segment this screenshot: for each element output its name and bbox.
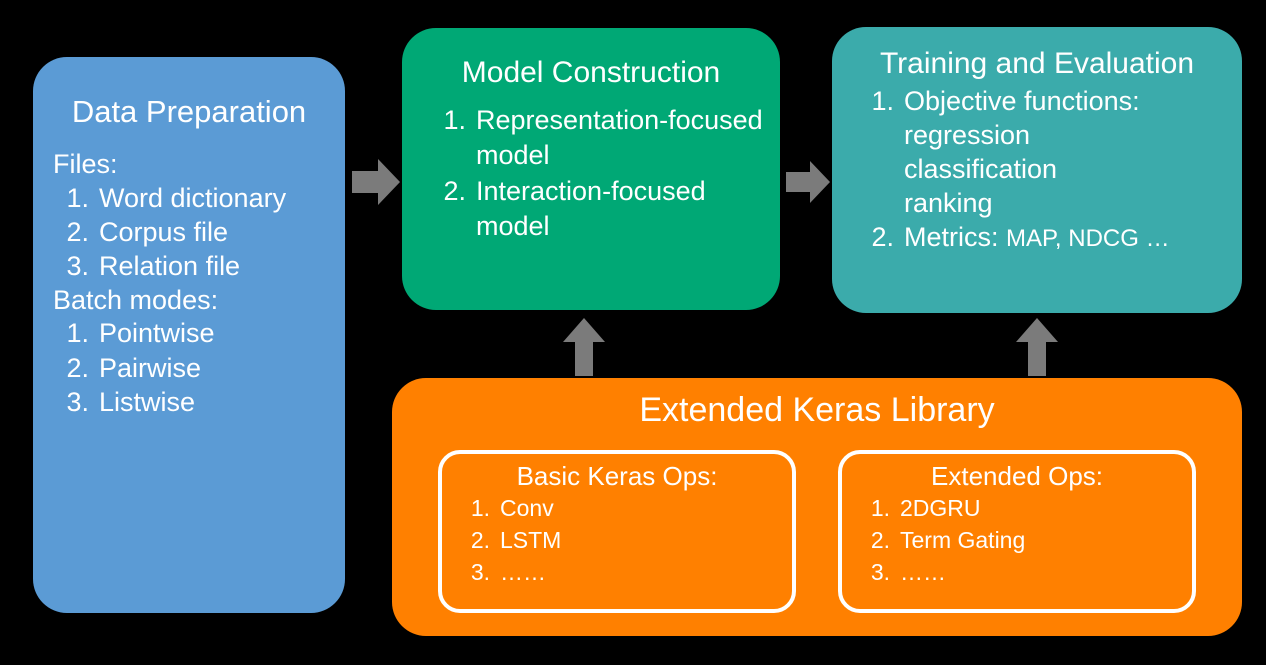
- extended-keras-library-title: Extended Keras Library: [639, 391, 995, 429]
- list-text: Word dictionary: [99, 182, 287, 213]
- list-item: 2. Pairwise: [47, 351, 331, 385]
- list-text: 2DGRU: [900, 495, 981, 522]
- objective-subline: ranking: [904, 188, 993, 219]
- list-number: 2.: [870, 526, 890, 553]
- list-item: 1. Conv: [452, 493, 782, 525]
- list-text: Metrics: MAP, NDCG …: [904, 220, 1232, 254]
- list-item: 2. Term Gating: [852, 525, 1182, 557]
- list-item: 1. Objective functions:: [842, 84, 1232, 118]
- list-item: 2. Interaction-focused model: [418, 174, 764, 243]
- basic-keras-ops-list: 1. Conv 2. LSTM 3. ……: [452, 493, 782, 588]
- list-item: 2. Corpus file: [47, 215, 331, 249]
- list-number: 1.: [470, 495, 490, 522]
- list-number: 1.: [443, 105, 466, 135]
- list-text: Relation file: [99, 251, 241, 282]
- list-number: 1.: [66, 182, 89, 213]
- list-item: 1. Word dictionary: [47, 181, 331, 215]
- list-number: 3.: [870, 558, 890, 585]
- extended-keras-library-card: Extended Keras Library Basic Keras Ops: …: [392, 378, 1242, 636]
- list-text: ……: [500, 558, 546, 585]
- list-item: 1. Pointwise: [47, 316, 331, 350]
- training-evaluation-title: Training and Evaluation: [879, 47, 1195, 80]
- training-evaluation-metrics: 2. Metrics: MAP, NDCG …: [842, 220, 1232, 254]
- arrow-up-icon: [1016, 318, 1058, 376]
- basic-keras-ops-title: Basic Keras Ops:: [516, 461, 718, 491]
- data-preparation-title: Data Preparation: [71, 94, 307, 129]
- list-number: 2.: [66, 352, 89, 383]
- training-evaluation-list: 1. Objective functions:: [842, 84, 1232, 118]
- list-item: 1. Representation-focused model: [418, 103, 764, 172]
- list-text: Term Gating: [900, 526, 1026, 553]
- model-construction-list: 1. Representation-focused model 2. Inter…: [418, 103, 764, 243]
- arrow-right-icon: [786, 161, 830, 203]
- list-item: 3. Relation file: [47, 249, 331, 283]
- data-preparation-card: Data Preparation Files: 1. Word dictiona…: [33, 57, 345, 613]
- list-text: Pointwise: [99, 318, 215, 349]
- list-item: 3. Listwise: [47, 385, 331, 419]
- list-text: Corpus file: [99, 216, 229, 247]
- list-number: 2.: [443, 176, 466, 207]
- list-item: 3. ……: [452, 557, 782, 589]
- list-number: 2.: [470, 526, 490, 553]
- list-text: Objective functions:: [904, 86, 1140, 116]
- batch-modes-list: 1. Pointwise 2. Pairwise 3. Listwise: [47, 316, 331, 419]
- list-item: 2. LSTM: [452, 525, 782, 557]
- list-number: 3.: [66, 387, 89, 417]
- list-number: 3.: [470, 558, 490, 585]
- ops-row: Basic Keras Ops: 1. Conv 2. LSTM 3. ……: [392, 450, 1242, 613]
- objective-subline: regression: [904, 120, 1031, 151]
- files-label: Files:: [53, 148, 118, 179]
- extended-ops-box: Extended Ops: 1. 2DGRU 2. Term Gating 3.…: [838, 450, 1196, 613]
- metrics-values: MAP, NDCG …: [1006, 225, 1170, 253]
- list-text: Listwise: [99, 387, 196, 417]
- list-number: 2.: [871, 222, 894, 253]
- extended-ops-list: 1. 2DGRU 2. Term Gating 3. ……: [852, 493, 1182, 588]
- list-text: ……: [900, 558, 946, 585]
- list-text: Interaction-focused model: [476, 176, 706, 241]
- model-construction-title: Model Construction: [461, 56, 721, 89]
- list-item: 1. 2DGRU: [852, 493, 1182, 525]
- arrow-right-icon: [352, 159, 400, 205]
- list-number: 1.: [870, 495, 890, 522]
- list-text: LSTM: [500, 526, 562, 553]
- list-number: 1.: [871, 86, 894, 116]
- list-item: 3. ……: [852, 557, 1182, 589]
- arrow-up-icon: [563, 318, 605, 376]
- list-text: Pairwise: [99, 352, 202, 383]
- list-number: 1.: [66, 318, 89, 349]
- basic-keras-ops-box: Basic Keras Ops: 1. Conv 2. LSTM 3. ……: [438, 450, 796, 613]
- list-number: 3.: [66, 251, 89, 282]
- batch-modes-label: Batch modes:: [53, 284, 219, 315]
- list-text: Conv: [500, 495, 554, 522]
- objective-subline: classification: [904, 154, 1058, 185]
- training-evaluation-card: Training and Evaluation 1. Objective fun…: [832, 27, 1242, 313]
- list-number: 2.: [66, 216, 89, 247]
- list-text: Representation-focused model: [476, 105, 763, 170]
- metrics-label: Metrics:: [904, 222, 1007, 253]
- extended-ops-title: Extended Ops:: [931, 461, 1103, 491]
- list-item: 2. Metrics: MAP, NDCG …: [842, 220, 1232, 254]
- model-construction-card: Model Construction 1. Representation-foc…: [402, 28, 780, 310]
- files-list: 1. Word dictionary 2. Corpus file 3. Rel…: [47, 181, 331, 284]
